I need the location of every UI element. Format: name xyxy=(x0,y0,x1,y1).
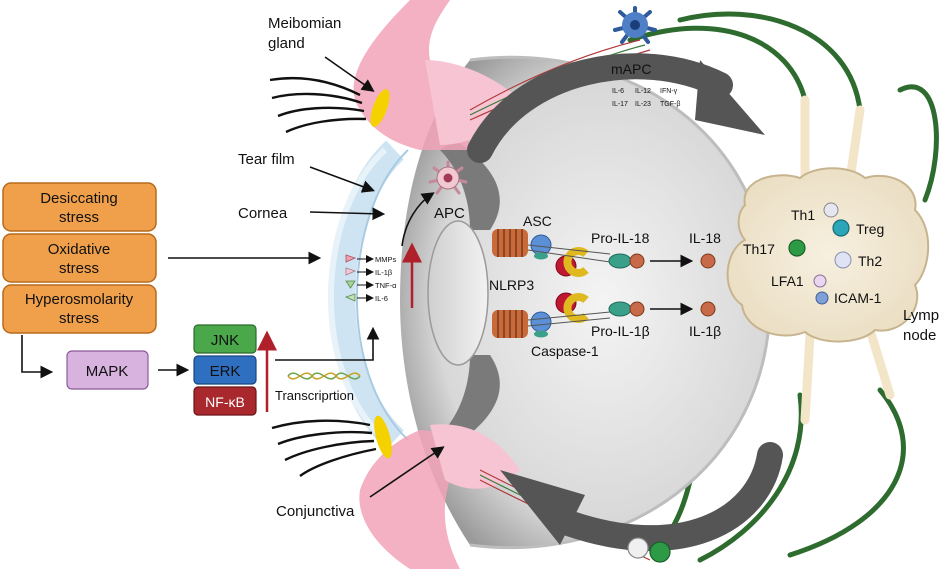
cytokine-il23: IL-23 xyxy=(635,101,651,108)
stress-desiccating-line2: stress xyxy=(59,209,99,226)
mapk-label: MAPK xyxy=(86,363,129,380)
tnfa-icon xyxy=(345,280,356,289)
tear-film-label: Tear film xyxy=(238,151,295,168)
transcription-label: Transcriprtion xyxy=(275,388,354,403)
kinase-jnk: JNK xyxy=(193,324,257,354)
circulating-cells xyxy=(627,537,671,563)
pro-il1b-label: Pro-IL-1β xyxy=(591,323,650,339)
cytokine-il6: IL-6 xyxy=(612,88,624,95)
transcription-to-mediators-arrow xyxy=(275,326,380,361)
mapc-cell xyxy=(613,6,657,44)
stress-desiccating-line1: Desiccating xyxy=(40,190,118,207)
kinase-nfkb-label: NF-κB xyxy=(205,394,245,410)
mediator-tnfa: TNF-α xyxy=(375,281,397,290)
stress-hyperosmolarity-line2: stress xyxy=(59,310,99,327)
il1b-label: IL-1β xyxy=(689,323,721,339)
cytokine-tgfb: TGF-β xyxy=(660,101,680,108)
stress-box-desiccating: Desiccating stress xyxy=(2,182,157,232)
apc-label: APC xyxy=(434,205,465,222)
mmp-icon xyxy=(345,254,357,263)
cell-th1-label: Th1 xyxy=(791,207,815,223)
cornea-label: Cornea xyxy=(238,205,288,222)
kinase-jnk-label: JNK xyxy=(211,332,239,349)
lymph-node xyxy=(726,167,930,343)
mediator-mmps: MMPs xyxy=(375,255,396,264)
mediator-list: MMPs IL-1β TNF-α IL-6 xyxy=(344,254,397,303)
cell-treg-label: Treg xyxy=(856,221,884,237)
cytokine-il17: IL-17 xyxy=(612,101,628,108)
il18-label: IL-18 xyxy=(689,230,721,246)
cytokine-il12: IL-12 xyxy=(635,88,651,95)
mediator-il6: IL-6 xyxy=(375,294,388,303)
stress-box-oxidative: Oxidative stress xyxy=(2,233,157,283)
cell-th17-label: Th17 xyxy=(743,241,775,257)
asc-label: ASC xyxy=(523,213,552,229)
mapk-box: MAPK xyxy=(66,350,149,390)
nlrp3-coil-bottom xyxy=(492,310,528,338)
kinase-erk-label: ERK xyxy=(210,363,241,380)
conjunctiva-label: Conjunctiva xyxy=(276,503,355,520)
lower-eyelid xyxy=(271,415,520,569)
kinase-nfkb: NF-κB xyxy=(193,386,257,416)
meibomian-label-1: Meibomian xyxy=(268,15,341,32)
cornea xyxy=(327,140,409,450)
cytokine-ifng: IFN-γ xyxy=(660,88,678,95)
caspase-label: Caspase-1 xyxy=(531,343,599,359)
lymph-node-label-1: Lymp xyxy=(903,307,939,324)
kinase-erk: ERK xyxy=(193,355,257,385)
stress-hyperosmolarity-line1: Hyperosmolarity xyxy=(25,291,134,308)
dna-helix-icon xyxy=(287,372,361,380)
cell-th2-label: Th2 xyxy=(858,253,882,269)
stress-box-hyperosmolarity: Hyperosmolarity stress xyxy=(2,284,157,334)
meibomian-label-2: gland xyxy=(268,35,305,52)
mediator-il1b: IL-1β xyxy=(375,268,393,277)
stress-to-mapk-arrow xyxy=(21,335,54,379)
cell-lfa1-label: LFA1 xyxy=(771,273,804,289)
cell-icam1-label: ICAM-1 xyxy=(834,290,882,306)
inflammasome xyxy=(492,229,716,338)
il1b-icon xyxy=(345,267,357,276)
tear-film-pointer xyxy=(309,166,376,193)
nlrp3-label: NLRP3 xyxy=(489,277,534,293)
mediators-to-apc-arrow xyxy=(401,192,435,247)
cornea-pointer xyxy=(309,207,386,221)
nlrp3-coil-top xyxy=(492,229,528,257)
il6-icon xyxy=(344,293,356,302)
conjunctiva-pointer xyxy=(369,446,445,498)
stress-oxidative-line2: stress xyxy=(59,260,99,277)
mapc-label: mAPC xyxy=(611,61,651,77)
lymph-node-label-2: node xyxy=(903,327,936,344)
pro-il18-label: Pro-IL-18 xyxy=(591,230,650,246)
migration-arrows xyxy=(467,53,783,552)
meibomian-pointer xyxy=(324,56,375,92)
stress-oxidative-line1: Oxidative xyxy=(48,241,111,258)
apc-cell xyxy=(428,160,468,195)
